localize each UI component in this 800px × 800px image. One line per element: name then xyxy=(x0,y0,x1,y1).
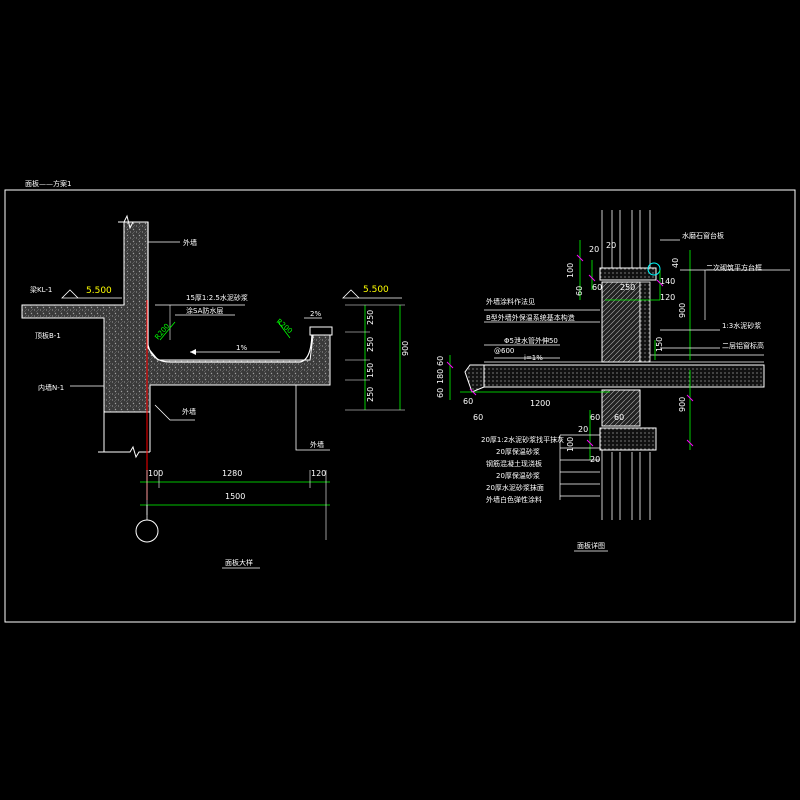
label-waterproof: 涂SA防水层 xyxy=(186,306,223,315)
label-outer-wall-bottom: 外墙 xyxy=(182,407,196,416)
dim-60e: 60 xyxy=(590,413,600,422)
dim-20c: 20 xyxy=(578,425,588,434)
layer-2: 20厚保温砂浆 xyxy=(496,447,540,456)
label-drip-nose: 二层铝窗标高 xyxy=(722,341,764,350)
horizontal-dimension-chain xyxy=(140,470,330,540)
dim-20a: 20 xyxy=(589,245,599,254)
right-detail: 水磨石窗台板 二次砌筑平方台框 1:3水泥砂浆 二层铝窗标高 外墙涂料作法见 B… xyxy=(436,210,790,552)
wall-section xyxy=(601,281,641,363)
label-insulation-note: B型外墙外保温系统基本构造 xyxy=(486,313,575,322)
dim-60b: 60 xyxy=(592,283,602,292)
layer-1: 20厚1:2水泥砂浆找平抹灰 xyxy=(481,435,564,444)
layer-3: 钢筋混凝土现浇板 xyxy=(486,459,542,468)
dim-140: 140 xyxy=(660,277,675,286)
sheet-frame xyxy=(4,189,796,623)
sheet-title: 面板——方案1 xyxy=(25,179,71,188)
vdim-3: 150 xyxy=(366,363,375,378)
elevation-right: 5.500 xyxy=(363,285,389,295)
dim-60d: 60 xyxy=(473,413,483,422)
dim-60f: 60 xyxy=(436,388,445,398)
floor-slab xyxy=(483,364,765,388)
label-inner-wall: 内墙N-1 xyxy=(38,383,64,392)
label-pipe: Φ5泄水管外伸50 xyxy=(504,336,558,345)
hdim-120: 120 xyxy=(311,469,326,478)
dim-60a: 60 xyxy=(575,286,584,296)
vdim-1: 250 xyxy=(366,310,375,325)
wall-and-slab xyxy=(21,221,331,413)
label-beam-l1: 梁KL-1 xyxy=(30,285,52,294)
hdim-100: 100 xyxy=(148,469,163,478)
label-window-frame: 二次砌筑平方台框 xyxy=(706,263,762,272)
label-mortar: 15厚1:2.5水泥砂浆 xyxy=(186,293,248,302)
dim-100a: 100 xyxy=(566,263,575,278)
dim-150: 150 xyxy=(655,337,664,352)
dim-900b: 900 xyxy=(678,397,687,412)
dim-20b: 20 xyxy=(606,241,616,250)
dim-60c: 60 xyxy=(463,397,473,406)
elevation-left: 5.500 xyxy=(86,286,112,296)
dim-60g: 60 xyxy=(436,356,445,366)
left-caption: 面板大样 xyxy=(225,558,253,567)
elevation-marker-right xyxy=(342,289,402,299)
dim-100b: 100 xyxy=(566,437,575,452)
label-stone-sill: 水磨石窗台板 xyxy=(682,231,724,240)
vdim-total: 900 xyxy=(401,341,410,356)
dim-40: 40 xyxy=(671,258,680,268)
right-caption: 面板详图 xyxy=(577,541,605,550)
elevation-marker-left xyxy=(61,289,122,299)
vdim-2: 250 xyxy=(366,337,375,352)
layer-4: 20厚保温砂浆 xyxy=(496,471,540,480)
label-slope: 1% xyxy=(236,344,247,352)
label-pipe-spacing: @600 xyxy=(494,347,514,355)
dim-1200: 1200 xyxy=(530,399,550,408)
detail-marker xyxy=(647,262,661,276)
label-roof-slab: 顶板B-1 xyxy=(35,331,61,340)
vertical-dimension-chain xyxy=(345,304,405,411)
hdim-total: 1500 xyxy=(225,492,245,501)
dim-180: 180 xyxy=(436,369,445,384)
dim-60h: 60 xyxy=(614,413,624,422)
hdim-1280: 1280 xyxy=(222,469,242,478)
dim-250: 250 xyxy=(620,283,635,292)
label-outer-wall-top: 外墙 xyxy=(183,238,197,247)
layer-6: 外墙白色弹性涂料 xyxy=(486,495,542,504)
dim-120: 120 xyxy=(660,293,675,302)
left-detail: 5.500 5.500 250 250 150 250 900 100 xyxy=(21,214,410,569)
label-r200-right: R200 xyxy=(275,317,294,335)
label-drip: 2% xyxy=(310,310,321,318)
label-finish-note: 外墙涂料作法见 xyxy=(486,297,535,306)
label-screed: 1:3水泥砂浆 xyxy=(722,321,761,330)
dim-900a: 900 xyxy=(678,303,687,318)
layer-5: 20厚水泥砂浆抹面 xyxy=(486,483,544,492)
label-r200-left: R200 xyxy=(153,322,171,341)
label-slope-right: i=1% xyxy=(524,354,543,362)
dim-20d: 20 xyxy=(590,455,600,464)
window-sill-top xyxy=(599,267,657,281)
axis-bubble xyxy=(135,519,159,543)
label-outer-wall-right: 外墙 xyxy=(310,440,324,449)
vdim-4: 250 xyxy=(366,387,375,402)
